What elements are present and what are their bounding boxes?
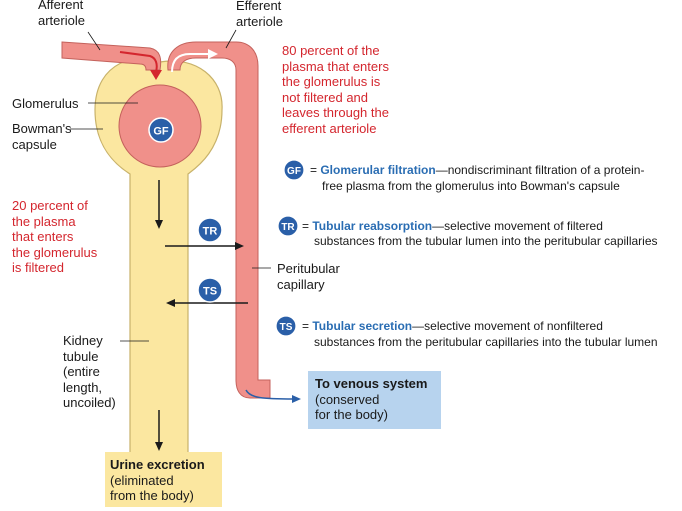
efferent-flow-arrow <box>171 53 210 73</box>
urine-excretion-title: Urine excretion <box>110 457 205 472</box>
legend-ts-entry: = Tubular secretion—selective movement o… <box>302 319 603 333</box>
legend-gf-entry: = Glomerular filtration—nondiscriminant … <box>310 163 645 177</box>
filtered-plasma-note: 20 percent of the plasma that enters the… <box>12 198 98 275</box>
peritubular-capillary-label: Peritubular capillary <box>277 261 340 292</box>
efferent-leader-line <box>225 29 237 49</box>
afferent-arteriole-label: Afferent arteriole <box>38 0 85 28</box>
legend-tr-badge: TR <box>277 215 299 237</box>
legend-tr-entry: = Tubular reabsorption—selective movemen… <box>302 219 603 233</box>
glomerulus-label: Glomerulus <box>12 96 79 111</box>
urine-flow-arrowhead <box>155 442 163 451</box>
peritubular-capillary <box>167 41 271 399</box>
blood-flow-arrow <box>119 51 158 73</box>
blood-flow-arrowhead <box>150 70 162 80</box>
venous-return-arrowhead <box>292 395 301 403</box>
unfiltered-plasma-note: 80 percent of the plasma that enters the… <box>282 43 389 136</box>
svg-text:TS: TS <box>280 322 293 333</box>
secretion-arrowhead <box>166 299 175 307</box>
venous-system-subtitle: (conserved for the body) <box>315 391 388 423</box>
svg-text:GF: GF <box>287 166 301 177</box>
legend-gf-term: Glomerular filtration <box>320 163 436 177</box>
legend-gf-description: —nondiscriminant filtration of a protein… <box>435 163 645 177</box>
tr-badge: TR <box>197 217 223 243</box>
venous-system-content: To venous system (conserved for the body… <box>315 376 427 423</box>
venous-system-box <box>308 371 441 429</box>
urine-excretion-content: Urine excretion (eliminated from the bod… <box>110 457 205 504</box>
legend-tr-description-2: substances from the tubular lumen into t… <box>314 234 658 248</box>
legend-gf-description-2: free plasma from the glomerulus into Bow… <box>322 179 620 193</box>
svg-text:TR: TR <box>281 222 295 233</box>
filtrate-flow-arrowhead <box>155 220 163 229</box>
venous-system-title: To venous system <box>315 376 428 391</box>
svg-text:TS: TS <box>203 286 217 298</box>
legend-ts-badge: TS <box>275 315 297 337</box>
ts-badge: TS <box>197 277 223 303</box>
legend-gf-badge: GF <box>283 159 305 181</box>
kidney-tubule-label: Kidney tubule (entire length, uncoiled) <box>63 333 116 410</box>
svg-text:GF: GF <box>153 126 169 138</box>
efferent-flow-arrowhead <box>208 49 218 59</box>
efferent-arteriole-label: Efferent arteriole <box>236 0 283 29</box>
urine-excretion-subtitle: (eliminated from the body) <box>110 472 194 504</box>
reabsorption-arrowhead <box>235 242 244 250</box>
afferent-arteriole <box>61 41 162 71</box>
afferent-leader-line <box>87 31 101 51</box>
bowmans-capsule-label: Bowman's capsule <box>12 121 72 152</box>
svg-text:TR: TR <box>203 226 218 238</box>
urine-excretion-box <box>105 452 222 507</box>
legend-tr-term: Tubular reabsorption <box>312 219 433 233</box>
venous-return-arrow <box>245 389 295 400</box>
gf-badge: GF <box>148 117 174 143</box>
legend-tr-description: —selective movement of filtered <box>432 219 603 233</box>
legend-ts-description-2: substances from the peritubular capillar… <box>314 335 658 349</box>
legend-ts-description: —selective movement of nonfiltered <box>412 319 603 333</box>
legend-ts-term: Tubular secretion <box>312 319 413 333</box>
